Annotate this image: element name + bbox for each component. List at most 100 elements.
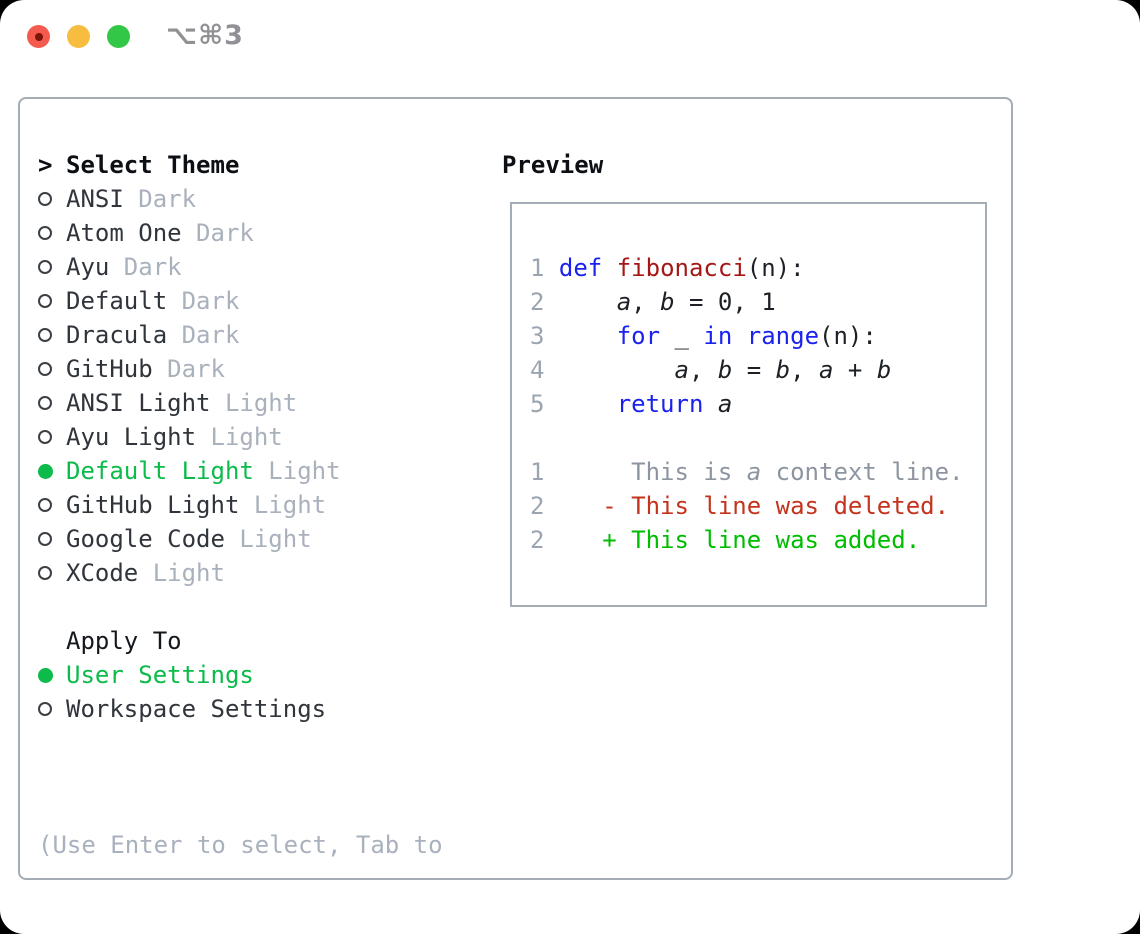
- code-token: def: [558, 254, 603, 282]
- theme-name: Dracula: [66, 321, 168, 349]
- theme-option[interactable]: Dracula Dark: [38, 318, 478, 352]
- radio-glyph: [38, 396, 52, 410]
- code-token: b: [775, 356, 791, 384]
- zoom-button[interactable]: [107, 25, 130, 48]
- radio-selected-icon: [38, 667, 66, 683]
- theme-variant: Light: [253, 457, 341, 485]
- theme-option[interactable]: Atom One Dark: [38, 216, 478, 250]
- code-line: 4 a, b = b, a + b: [530, 353, 985, 387]
- radio-unselected-icon: [38, 294, 66, 308]
- theme-variant: Dark: [123, 185, 197, 213]
- help-text: (Use Enter to select, Tab to change focu…: [38, 760, 478, 934]
- code-line: 2 a, b = 0, 1: [530, 285, 985, 319]
- code-token: [732, 322, 746, 350]
- line-number: 4: [530, 356, 559, 384]
- unsaved-indicator-dot: [34, 32, 43, 41]
- theme-name: Default Light: [66, 457, 254, 485]
- code-line: [530, 421, 985, 455]
- code-token: context line.: [761, 458, 964, 486]
- radio-glyph: [38, 328, 52, 342]
- theme-name: Google Code: [66, 525, 225, 553]
- code-token: +: [833, 356, 877, 384]
- code-token: for: [616, 322, 661, 350]
- theme-name: GitHub: [66, 355, 153, 383]
- theme-variant: Dark: [181, 219, 254, 247]
- preview-header: Preview: [502, 151, 604, 179]
- apply-to-option[interactable]: User Settings: [38, 658, 478, 692]
- radio-glyph: [38, 294, 52, 308]
- code-token: a: [819, 356, 834, 384]
- theme-option[interactable]: Ayu Dark: [38, 250, 478, 284]
- radio-glyph: [38, 532, 52, 546]
- code-token: =: [732, 356, 776, 384]
- theme-option[interactable]: ANSI Light Light: [38, 386, 478, 420]
- code-token: b: [876, 356, 892, 384]
- code-line: 1 This is a context line.: [530, 455, 985, 489]
- radio-unselected-icon: [38, 396, 66, 410]
- apply-to-header: Apply To: [66, 627, 182, 655]
- minimize-button[interactable]: [67, 25, 90, 48]
- theme-option[interactable]: GitHub Light Light: [38, 488, 478, 522]
- theme-option[interactable]: Ayu Light Light: [38, 420, 478, 454]
- theme-name: GitHub Light: [66, 491, 240, 519]
- radio-unselected-icon: [38, 430, 66, 444]
- radio-unselected-icon: [38, 566, 66, 580]
- code-token: ,: [790, 356, 820, 384]
- radio-glyph: [38, 463, 53, 479]
- spacer: [38, 590, 478, 624]
- radio-unselected-icon: [38, 702, 66, 716]
- theme-name: Default: [66, 287, 168, 315]
- apply-to-option[interactable]: Workspace Settings: [38, 692, 478, 726]
- code-line: 5 return a: [530, 387, 985, 421]
- line-number: 1: [530, 458, 559, 486]
- radio-glyph: [38, 226, 52, 240]
- radio-unselected-icon: [38, 498, 66, 512]
- code-token: b: [660, 288, 675, 316]
- apply-option-label: User Settings: [66, 661, 254, 689]
- code-line: 2 + This line was added.: [530, 523, 985, 557]
- line-number: 2: [530, 288, 559, 316]
- close-button[interactable]: [27, 25, 50, 48]
- theme-name: Atom One: [66, 219, 182, 247]
- line-number: 2: [530, 526, 559, 554]
- radio-unselected-icon: [38, 532, 66, 546]
- code-token: fibonacci: [616, 254, 747, 282]
- theme-name: Ayu: [66, 253, 110, 281]
- line-number: 3: [530, 322, 559, 350]
- theme-variant: Light: [196, 423, 283, 451]
- select-theme-header: Select Theme: [66, 151, 240, 179]
- theme-variant: Dark: [109, 253, 182, 281]
- radio-glyph: [38, 667, 53, 683]
- radio-unselected-icon: [38, 362, 66, 376]
- theme-option[interactable]: XCode Light: [38, 556, 478, 590]
- code-token: a: [674, 356, 689, 384]
- help-text-line-2: change focus): [38, 930, 478, 934]
- code-token: [559, 322, 617, 350]
- code-token: b: [717, 356, 733, 384]
- theme-option[interactable]: GitHub Dark: [38, 352, 478, 386]
- theme-option[interactable]: Default Light Light: [38, 454, 478, 488]
- code-token: [559, 356, 675, 384]
- radio-glyph: [38, 192, 52, 206]
- theme-name: ANSI Light: [66, 389, 211, 417]
- apply-option-label: Workspace Settings: [66, 695, 327, 723]
- theme-option[interactable]: ANSI Dark: [38, 182, 478, 216]
- code-token: [703, 390, 717, 418]
- theme-variant: Dark: [167, 321, 240, 349]
- select-theme-header-row: > Select Theme: [38, 148, 478, 182]
- code-line: 1 def fibonacci(n):: [530, 251, 985, 285]
- radio-unselected-icon: [38, 260, 66, 274]
- theme-option[interactable]: Default Dark: [38, 284, 478, 318]
- theme-variant: Dark: [152, 355, 225, 383]
- theme-option[interactable]: Google Code Light: [38, 522, 478, 556]
- code-token: _: [660, 322, 704, 350]
- code-token: - This line was deleted.: [558, 492, 950, 520]
- radio-glyph: [38, 430, 52, 444]
- code-token: return: [616, 390, 704, 418]
- code-token: a: [717, 390, 733, 418]
- apply-to-header-row: Apply To: [38, 624, 478, 658]
